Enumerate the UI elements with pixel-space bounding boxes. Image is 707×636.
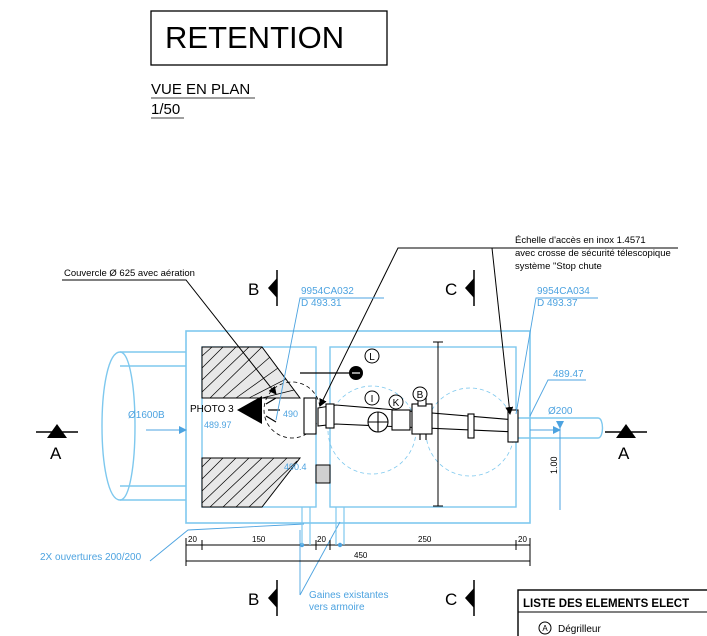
height-dimension xyxy=(433,341,564,510)
photo-label: PHOTO 3 xyxy=(190,404,234,415)
ducts-callout-line2: vers armoire xyxy=(309,602,365,613)
conduit-lines xyxy=(301,507,345,545)
dim-150: 150 xyxy=(252,535,266,544)
level-490-b: 490.4 xyxy=(284,462,307,472)
dim-20-mid: 20 xyxy=(317,535,326,544)
inlet-pipe-label: Ø1600B xyxy=(128,410,165,421)
ref-left-id: 9954CA032 xyxy=(301,286,354,297)
ladder-callout-line1: Échelle d'accès en inox 1.4571 xyxy=(515,235,646,246)
outlet-level: 489.47 xyxy=(553,369,584,380)
outlet-pipe-label: Ø200 xyxy=(548,406,573,417)
dim-250: 250 xyxy=(418,535,432,544)
section-c-top-text: C xyxy=(445,280,457,299)
height-value: 1.00 xyxy=(549,456,559,474)
ladder-callout-line3: système "Stop chute xyxy=(515,261,602,272)
legend-item-a-marker xyxy=(538,621,552,635)
level-490-a: 490 xyxy=(283,409,298,419)
junction-box xyxy=(315,464,331,484)
drawing-title: RETENTION xyxy=(165,20,344,55)
section-marker-c-bottom: C xyxy=(445,580,475,616)
view-scale: 1/50 xyxy=(151,101,180,118)
callout-leaders xyxy=(62,247,678,415)
reference-leaders xyxy=(146,297,598,596)
title-frame xyxy=(150,10,388,66)
tag-i: I xyxy=(364,390,380,406)
legend-item-a-label: Dégrilleur xyxy=(558,624,601,635)
tag-k: K xyxy=(388,394,404,410)
section-b-top-text: B xyxy=(248,280,259,299)
openings-callout: 2X ouvertures 200/200 xyxy=(40,552,142,563)
level-float-switch xyxy=(300,366,363,380)
dimension-chain xyxy=(185,538,531,566)
section-marker-b-top: B xyxy=(248,270,278,306)
inlet-level: 489.97 xyxy=(204,420,232,430)
section-marker-c-top: C xyxy=(445,270,475,306)
legend-title: LISTE DES ELEMENTS ELECT xyxy=(523,598,689,610)
section-marker-a-right: A xyxy=(605,424,647,463)
process-piping xyxy=(303,393,519,443)
cover-callout: Couvercle Ø 625 avec aération xyxy=(64,268,195,279)
tag-l-text: L xyxy=(369,352,375,363)
section-a-left-text: A xyxy=(50,444,62,463)
benching-hatch xyxy=(201,346,302,508)
tag-l: L xyxy=(364,348,380,364)
tag-b-text: B xyxy=(417,390,424,401)
camera-icon xyxy=(237,396,280,424)
ref-right-id: 9954CA034 xyxy=(537,286,590,297)
dim-20-left: 20 xyxy=(188,535,197,544)
section-marker-b-bottom: B xyxy=(248,580,278,616)
tag-b: B xyxy=(412,386,428,402)
section-a-right-text: A xyxy=(618,444,630,463)
outlet-pipe xyxy=(516,417,604,439)
ref-left-level: D 493.31 xyxy=(301,298,342,309)
inlet-pipe xyxy=(101,351,186,501)
tag-k-text: K xyxy=(393,398,400,409)
ladder-callout-line2: avec crosse de sécurité télescopique xyxy=(515,248,671,259)
section-b-bottom-text: B xyxy=(248,590,259,609)
legend-item-a-tag: A xyxy=(542,624,548,633)
dim-20-right: 20 xyxy=(518,535,527,544)
section-c-bottom-text: C xyxy=(445,590,457,609)
dim-total: 450 xyxy=(354,551,368,560)
ref-right-level: D 493.37 xyxy=(537,298,578,309)
tag-i-text: I xyxy=(371,394,374,405)
view-name: VUE EN PLAN xyxy=(151,81,250,98)
section-marker-a-left: A xyxy=(36,424,78,463)
ducts-callout-line1: Gaines existantes xyxy=(309,590,389,601)
legend-table: LISTE DES ELEMENTS ELECT A Dégrilleur xyxy=(517,589,707,636)
